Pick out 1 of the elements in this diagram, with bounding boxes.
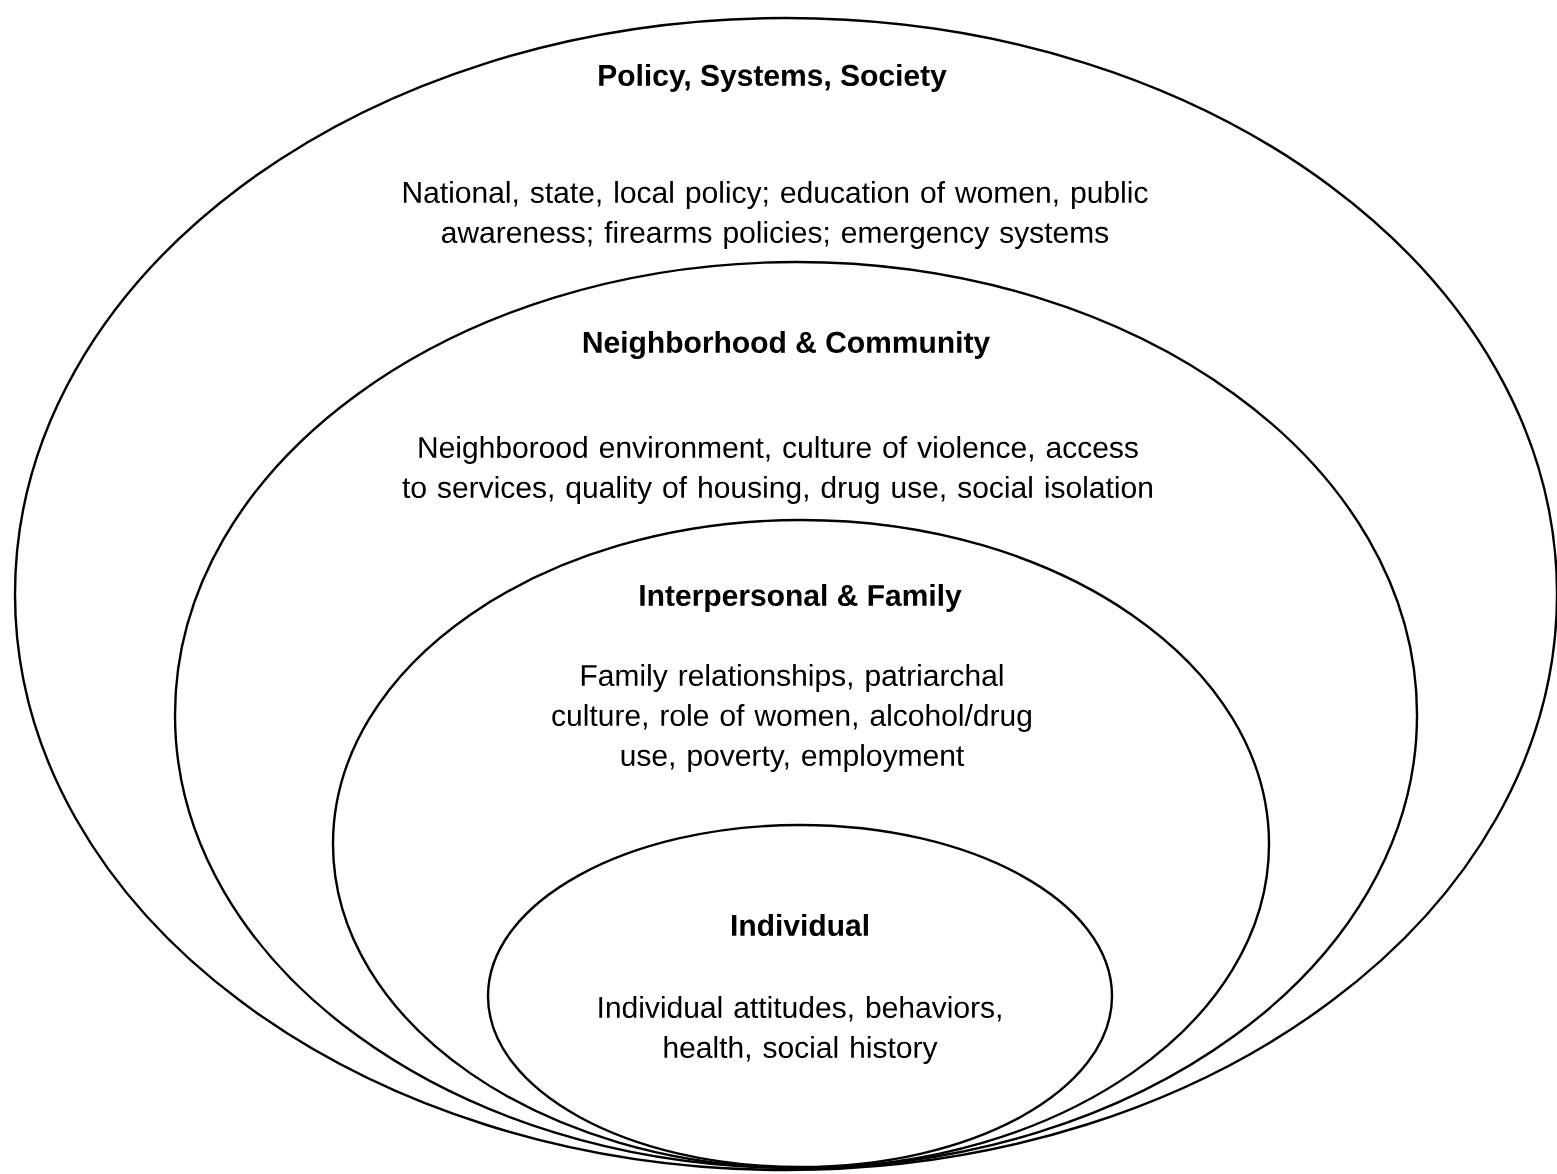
ellipse-layer: Individual Individual attitudes, behaviors, health, social history xyxy=(486,823,1114,1169)
